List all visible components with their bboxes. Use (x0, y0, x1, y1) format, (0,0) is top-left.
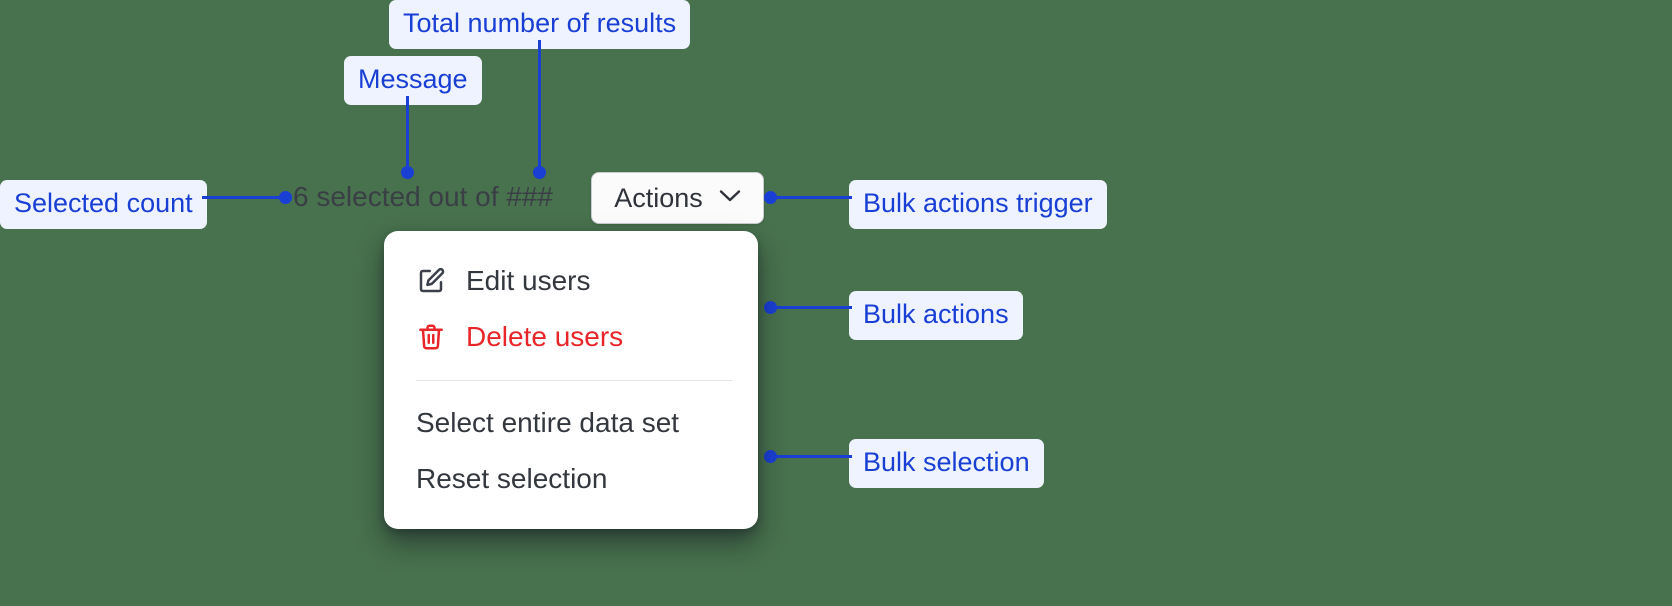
connector-total-number-of-results (538, 40, 541, 172)
bulk-actions-trigger-label: Actions (614, 182, 703, 213)
connector-dot-message (401, 166, 414, 179)
menu-item-label-delete-users: Delete users (466, 321, 624, 352)
callout-bulk-actions: Bulk actions (849, 291, 1023, 340)
callout-bulk-actions-trigger: Bulk actions trigger (849, 180, 1107, 229)
bulk-actions-trigger-button[interactable]: Actions (591, 172, 764, 224)
pencil-square-icon (416, 266, 446, 296)
menu-item-edit-users[interactable]: Edit users (384, 253, 758, 309)
menu-item-label-select-entire-data-set: Select entire data set (416, 407, 680, 438)
callout-selected-count: Selected count (0, 180, 207, 229)
connector-dot-bulk-actions (764, 301, 777, 314)
menu-item-select-entire-data-set[interactable]: Select entire data set (384, 395, 758, 451)
connector-bulk-selection (770, 455, 852, 458)
connector-dot-selected-count (279, 191, 292, 204)
connector-bulk-actions (770, 306, 852, 309)
bulk-actions-menu: Edit users Delete users Select entire da… (384, 231, 758, 529)
chevron-down-icon (719, 189, 741, 208)
connector-selected-count (202, 196, 288, 199)
selection-summary-text: 6 selected out of ### (293, 181, 553, 212)
connector-dot-total-number-of-results (533, 166, 546, 179)
trash-icon (416, 322, 446, 352)
menu-item-label-reset-selection: Reset selection (416, 463, 608, 494)
connector-dot-bulk-selection (764, 450, 777, 463)
menu-item-delete-users[interactable]: Delete users (384, 309, 758, 365)
menu-item-label-edit-users: Edit users (466, 265, 591, 296)
callout-bulk-selection: Bulk selection (849, 439, 1044, 488)
menu-item-reset-selection[interactable]: Reset selection (384, 451, 758, 507)
connector-message (406, 96, 409, 172)
connector-dot-bulk-actions-trigger (764, 191, 777, 204)
connector-bulk-actions-trigger (770, 196, 852, 199)
menu-separator (416, 380, 732, 381)
callout-message: Message (344, 56, 482, 105)
